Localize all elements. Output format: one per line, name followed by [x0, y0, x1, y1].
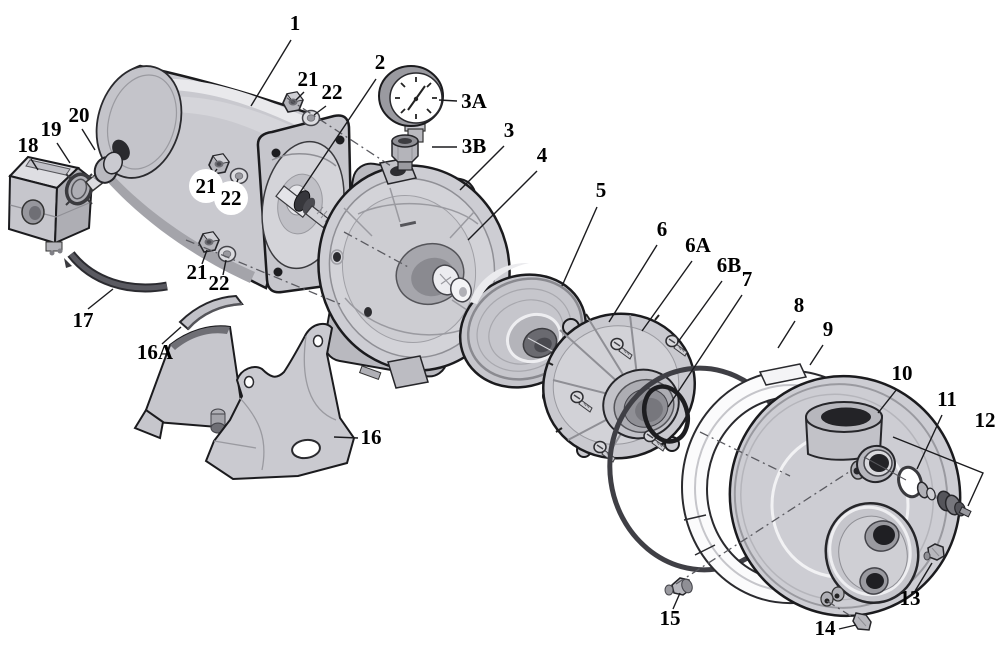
callout-label: 3B [462, 134, 487, 158]
callout-leader-line [641, 260, 693, 332]
pipe-plug-13 [923, 543, 945, 561]
callout-label: 19 [41, 117, 62, 141]
washer [217, 245, 237, 263]
callout-leader-line [916, 414, 943, 470]
callout-label: 8 [794, 293, 805, 317]
callout-label: 21 [196, 174, 217, 198]
callout-label: 22 [209, 271, 230, 295]
callout-label: 20 [69, 103, 90, 127]
callout-label: 13 [900, 586, 921, 610]
callout-leader-line [459, 145, 505, 191]
callout-leader-line [667, 294, 743, 408]
base-bracket [133, 322, 356, 481]
callout-leader-line [161, 326, 182, 345]
callout-label: 21 [187, 260, 208, 284]
pump-casing [728, 374, 962, 618]
callout-leader-line [838, 624, 857, 630]
callout-leader-line [809, 344, 824, 366]
callout-label: 6 [657, 217, 668, 241]
callout-label: 3A [461, 89, 488, 113]
callout-label: 12 [975, 408, 996, 432]
valve-assembly [916, 481, 972, 518]
callout-label: 5 [596, 178, 607, 202]
molded-text-mark [399, 220, 417, 228]
callout-leader-line [677, 280, 723, 343]
callout-leader-line [56, 142, 71, 164]
callout-leader-line [561, 206, 598, 287]
callout-leader-line [201, 249, 208, 265]
alignment-lines [185, 97, 907, 619]
callout-label: 7 [742, 267, 753, 291]
callout-label: 2 [375, 50, 386, 74]
motor [95, 64, 354, 294]
callout-leader-line [333, 436, 359, 439]
callout-leader-line [467, 170, 538, 241]
pipe-plug-14 [852, 612, 872, 631]
callout-label: 21 [298, 67, 319, 91]
callout-leader-line [295, 91, 305, 101]
pressure-gauge [378, 65, 444, 143]
drain-plug-15 [664, 577, 693, 596]
rubber-pad [178, 294, 244, 331]
callout-bracket [892, 436, 984, 507]
callout-label: 11 [937, 387, 957, 411]
callout-labels: 123A3B34566A6B7891011121314151616A171819… [18, 11, 996, 640]
shaft-seal [432, 264, 473, 303]
callout-leader-line [30, 158, 39, 171]
callout-leader-line [608, 244, 658, 323]
callout-label: 3 [504, 118, 515, 142]
callout-leader-line [438, 99, 458, 102]
port-o-ring [897, 465, 923, 499]
power-cord [67, 251, 168, 293]
callout-bubble [214, 181, 248, 215]
callout-label: 17 [73, 308, 94, 332]
pressure-switch [7, 155, 94, 268]
callout-leader-line [298, 78, 377, 195]
front-cover [824, 501, 920, 605]
callout-label: 10 [892, 361, 913, 385]
callout-label: 1 [290, 11, 301, 35]
callout-label: 22 [322, 80, 343, 104]
air-valve [391, 134, 419, 171]
callout-label: 16A [137, 340, 174, 364]
callout-leader-line [877, 388, 898, 414]
callout-label: 9 [823, 317, 834, 341]
callout-label: 18 [18, 133, 39, 157]
callout-leader-line [777, 320, 796, 349]
callout-leader-line [81, 128, 96, 151]
callout-label: 6A [685, 233, 712, 257]
conduit-locknut [64, 172, 94, 206]
callout-label: 6B [717, 253, 742, 277]
callout-label: 15 [660, 606, 681, 630]
seal-plate [317, 157, 511, 389]
callout-leader-line [222, 259, 227, 276]
callout-leader-line [672, 592, 681, 610]
callout-leader-line [313, 105, 327, 116]
callout-label: 22 [221, 186, 242, 210]
callout-leader-line [87, 288, 114, 310]
diffuser [542, 312, 696, 463]
callout-leader-line [914, 562, 933, 592]
small-o-ring [641, 384, 691, 444]
callout-label: 16 [361, 425, 382, 449]
callout-label: 14 [815, 616, 837, 640]
callout-label: 4 [537, 143, 548, 167]
conduit-fitting [84, 151, 124, 192]
callout-leader-line [250, 39, 292, 107]
